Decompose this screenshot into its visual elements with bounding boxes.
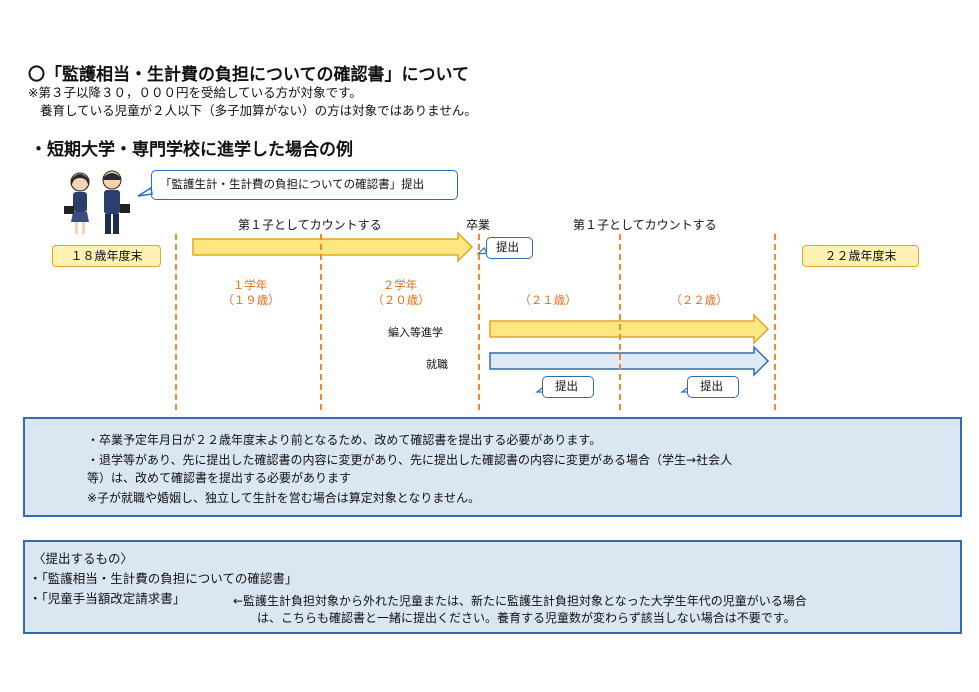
submit-heading: 〈提出するもの〉 [33, 551, 134, 566]
count-arrow-1 [192, 231, 474, 263]
employment-label: 就職 [426, 358, 448, 371]
submit-item-2-note-1: ←監護生計負担対象から外れた児童または、新たに監護生計負担対象となった大学生年代… [233, 594, 807, 608]
graduate-label: 卒業 [466, 218, 491, 232]
submit-callout-1: 提出 [542, 376, 594, 398]
count-label-1: 第１子としてカウントする [238, 218, 382, 232]
transfer-label: 編入等進学 [388, 326, 443, 339]
divider-line [320, 234, 322, 410]
submit-callout-2: 提出 [687, 376, 739, 398]
submit-callout-graduate: 提出 [486, 237, 533, 259]
divider-line [175, 234, 177, 410]
count-label-2: 第１子としてカウントする [573, 218, 717, 232]
year1-label: １学年 [232, 278, 268, 292]
info-line-1: ・卒業予定年月日が２２歳年度末より前となるため、改めて確認書を提出する必要があり… [87, 433, 602, 447]
year1-age: （１９歳） [222, 293, 280, 307]
exclusion-note: 養育している児童が２人以下（多子加算がない）の方は対象ではありません。 [40, 103, 477, 118]
employment-arrow [489, 345, 770, 377]
page-title: 〇「監護相当・生計費の負担についての確認書」について [28, 65, 469, 85]
age22-label: （２２歳） [670, 293, 728, 307]
submit-callout-top: 「監護生計・生計費の負担についての確認書」提出 [151, 170, 458, 200]
submit-item-1: ・「監護相当・生計費の負担についての確認書」 [29, 571, 298, 586]
callout-text: 提出 [496, 240, 519, 254]
callout-text: 「監護生計・生計費の負担についての確認書」提出 [160, 177, 425, 191]
info-line-2: ・退学等があり、先に提出した確認書の内容に変更があり、先に提出した確認書の内容に… [87, 453, 733, 467]
section-title: ・短期大学・専門学校に進学した場合の例 [30, 140, 353, 160]
year2-label: ２学年 [382, 278, 418, 292]
callout-text: 提出 [700, 379, 723, 393]
age21-label: （２１歳） [519, 293, 577, 307]
divider-line [774, 234, 776, 410]
students-icon [58, 168, 136, 240]
end-label: ２２歳年度末 [802, 245, 919, 267]
callout-text: 提出 [555, 379, 578, 393]
info-line-4: ※子が就職や婚姻し、独立して生計を営む場合は算定対象となりません。 [87, 491, 480, 505]
submit-items-box: 〈提出するもの〉 ・「監護相当・生計費の負担についての確認書」 ・「児童手当額改… [23, 540, 962, 634]
target-note: ※第３子以降３０，０００円を受給している方が対象です。 [28, 85, 362, 100]
info-box: ・卒業予定年月日が２２歳年度末より前となるため、改めて確認書を提出する必要があり… [23, 417, 962, 517]
divider-line [478, 234, 480, 410]
transfer-arrow [489, 313, 770, 345]
submit-item-2-note-2: は、こちらも確認書と一緒に提出ください。養育する児童数が変わらず該当しない場合は… [257, 611, 796, 625]
year2-age: （２０歳） [372, 293, 430, 307]
submit-item-2: ・「児童手当額改定請求書」 [29, 591, 186, 606]
info-line-3: 等）は、改めて確認書を提出する必要があります [87, 471, 352, 485]
start-label: １８歳年度末 [52, 245, 161, 267]
divider-line [619, 234, 621, 410]
